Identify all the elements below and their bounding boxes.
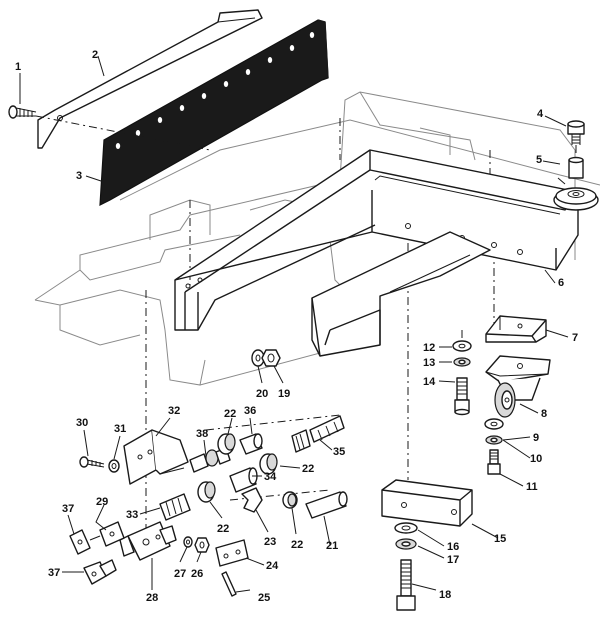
part-plate-24: [215, 539, 249, 567]
part-block: [381, 479, 473, 527]
callout-20: 20: [256, 388, 268, 400]
callout-15: 15: [494, 533, 506, 545]
callout-7: 7: [572, 332, 578, 344]
callout-34: 34: [264, 471, 277, 483]
part-fitting-22c: [197, 481, 216, 503]
callout-9: 9: [533, 432, 539, 444]
part-screw-4: [567, 120, 585, 160]
callout-36: 36: [244, 405, 256, 417]
part-bracket-32: [123, 429, 189, 485]
part-screw-30: [79, 456, 120, 473]
callout-4: 4: [537, 108, 544, 120]
callout-22d: 22: [291, 539, 303, 551]
callout-28: 28: [146, 592, 158, 604]
part-fitting-22d: [282, 491, 298, 509]
callout-22a: 22: [224, 408, 236, 420]
callout-21: 21: [326, 540, 338, 552]
part-caster: [485, 355, 551, 418]
part-bracket-7: [485, 315, 547, 343]
callout-16: 16: [447, 541, 459, 553]
part-tube-21: [305, 491, 348, 519]
callout-14: 14: [423, 376, 436, 388]
callout-8: 8: [541, 408, 547, 420]
part-washers-bolt-left: [452, 340, 472, 416]
part-fitting-34: [229, 467, 258, 493]
callout-13: 13: [423, 357, 435, 369]
callout-35: 35: [333, 446, 345, 458]
part-washers-bolt-bottom: [394, 522, 418, 611]
callout-1: 1: [15, 61, 21, 73]
part-channel: [311, 231, 491, 357]
callout-17: 17: [447, 554, 459, 566]
callout-31: 31: [114, 423, 126, 435]
part-valve-body: [119, 521, 177, 561]
callout-26: 26: [191, 568, 203, 580]
leader-lines: [19, 55, 569, 593]
part-washers-bolt-right: [484, 418, 504, 475]
callout-19: 19: [278, 388, 290, 400]
part-screw-1: [8, 105, 37, 119]
part-fittings-37a: [69, 529, 101, 555]
callout-33: 33: [126, 509, 138, 521]
callout-38: 38: [196, 428, 208, 440]
callout-32: 32: [168, 405, 180, 417]
part-fitting-33: [159, 493, 191, 521]
part-pin-25: [221, 571, 237, 597]
callout-29: 29: [96, 496, 108, 508]
callout-labels: 1 2 3 4 5 6 7 8 9 10 11 12 13 14 15 16 1…: [15, 49, 578, 604]
callout-6: 6: [558, 277, 564, 289]
callout-2: 2: [92, 49, 98, 61]
callout-12: 12: [423, 342, 435, 354]
callout-11: 11: [526, 481, 538, 493]
callout-37b: 37: [48, 567, 60, 579]
part-spacer-pulley: [553, 156, 599, 211]
part-fitting-22a: [217, 433, 236, 455]
part-fitting-38: [189, 447, 231, 473]
callout-27: 27: [174, 568, 186, 580]
callout-30: 30: [76, 417, 88, 429]
callout-22b: 22: [302, 463, 314, 475]
callout-25: 25: [258, 592, 270, 604]
part-fitting-35: [291, 415, 345, 453]
part-nut-washer: [251, 349, 281, 367]
callout-5: 5: [536, 154, 542, 166]
callout-22c: 22: [217, 523, 229, 535]
part-black-blade: [99, 19, 329, 207]
part-nuts-26-27: [183, 536, 210, 553]
callout-10: 10: [530, 453, 542, 465]
callout-23: 23: [264, 536, 276, 548]
callout-3: 3: [76, 170, 82, 182]
part-elbow-23: [241, 487, 263, 513]
part-fitting-29: [99, 521, 125, 547]
part-tube-36: [239, 433, 263, 455]
callout-18: 18: [439, 589, 451, 601]
part-fitting-22b: [259, 453, 278, 475]
part-fittings-37b: [83, 559, 117, 585]
callout-24: 24: [266, 560, 279, 572]
callout-37a: 37: [62, 503, 74, 515]
